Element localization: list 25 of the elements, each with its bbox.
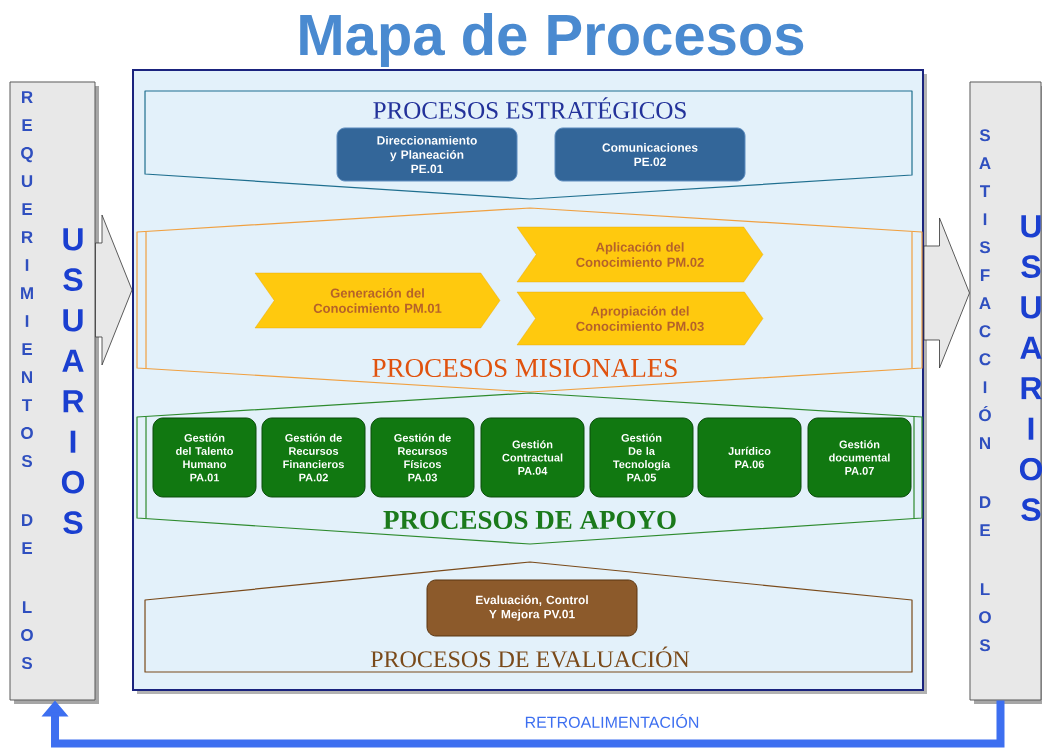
vertical-label: USUARIOS	[61, 228, 85, 534]
vertical-label: SATISFACCIÓN DE LOS	[979, 129, 991, 652]
chevron-box: Generación del Conocimiento PM.01	[254, 272, 501, 329]
title: Mapa de Procesos	[300, 12, 804, 67]
process-box: Gestión del Talento Humano PA.01	[152, 417, 257, 498]
process-box: Gestión De la Tecnología PA.05	[589, 417, 694, 498]
band-title: PROCESOS ESTRATÉGICOS	[373, 97, 686, 119]
band-title: PROCESOS MISIONALES	[372, 358, 677, 378]
process-box: Gestión Contractual PA.04	[480, 417, 585, 498]
vertical-label: USUARIOS	[1019, 215, 1042, 521]
chevron-box: Aplicación del Conocimiento PM.02	[516, 226, 764, 283]
process-box: Jurídico PA.06	[697, 417, 802, 498]
band-title: PROCESOS DE APOYO	[383, 510, 676, 530]
process-box: Comunicaciones PE.02	[554, 127, 746, 182]
process-box: Evaluación, Control Y Mejora PV.01	[426, 579, 638, 637]
process-box: Direccionamiento y Planeación PE.01	[336, 127, 518, 182]
band-title: PROCESOS DE EVALUACIÓN	[370, 646, 690, 668]
edge-label: RETROALIMENTACIÓN	[523, 712, 701, 729]
block-arrow	[923, 217, 970, 369]
chevron-box: Apropiación del Conocimiento PM.03	[516, 291, 764, 346]
process-box: Gestión de Recursos Financieros PA.02	[261, 417, 366, 498]
vertical-label: REQUERIMIENTOS DE LOS	[21, 91, 33, 670]
process-box: Gestión de Recursos Físicos PA.03	[370, 417, 475, 498]
process-box: Gestión documental PA.07	[807, 417, 912, 498]
block-arrow	[95, 214, 133, 366]
